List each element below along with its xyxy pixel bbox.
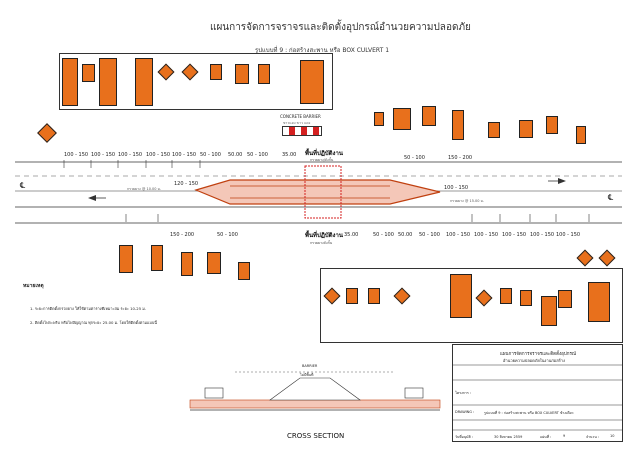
cross-section-label: CROSS SECTION — [287, 432, 345, 440]
title-block-project-label: โครงการ : — [455, 391, 472, 395]
title-block-header-2: อำนวยความปลอดภัยในงานก่อสร้าง — [503, 358, 565, 363]
work-zone-top-label: พื้นที่ปฏิบัติงาน — [305, 150, 343, 157]
distance-top-right-1: 50 - 100 — [404, 155, 425, 161]
warning-diamond-right-2 — [598, 249, 616, 267]
page-subtitle: รูปแบบที่ 9 : ก่อสร้างสะพาน หรือ BOX CUL… — [255, 47, 390, 54]
detour-sign-bottom — [450, 274, 472, 318]
distance-bottom-right-5: 100 - 150 — [474, 232, 499, 238]
distance-bottom-right-4: 100 - 150 — [446, 232, 471, 238]
title-block-total-value: 10 — [610, 434, 615, 438]
warning-diamond-right-1 — [576, 249, 594, 267]
arrow-sign-top-4 — [488, 122, 500, 138]
title-block-drawing-label: DRAWING : — [455, 410, 475, 414]
speed-limit-sign — [210, 64, 222, 80]
barrier-sub-label: ขาวแดง ขาว แดง — [283, 121, 311, 125]
distance-top-2: 100 - 150 — [91, 152, 116, 158]
centerline-symbol-right: ℄ — [608, 193, 614, 202]
distance-mid-left: 120 - 150 — [174, 181, 199, 187]
distance-top-6: 50 - 100 — [200, 152, 221, 158]
advance-sign-group-box — [59, 53, 333, 110]
arrow-sign-top-5 — [546, 116, 558, 134]
notes-line-2: 2. ติดตั้งไฟกะพริบ หรือไฟสัญญาณ ทุกระยะ … — [30, 320, 157, 325]
end-sign-group-box — [320, 268, 623, 343]
title-block-sheet-value: 9 — [563, 434, 566, 438]
keep-left-sign-top-right — [519, 120, 533, 138]
up-arrow-sign-bottom — [151, 245, 163, 271]
lane-sign-bottom-1 — [119, 245, 133, 273]
title-block-header-1: แผนการจัดการจราจรและติดตั้งอุปกรณ์ — [500, 352, 577, 357]
title-block-sheet-label: แผ่นที่ : — [540, 435, 552, 439]
speed-limit-sign-bottom — [346, 288, 358, 304]
title-block-date-value: 30 สิงหาคม 2559 — [494, 435, 523, 439]
distance-top-4: 100 - 150 — [146, 152, 171, 158]
title-block-drawing-value: รูปแบบที่ 9 : ก่อสร้างสะพาน หรือ BOX CUL… — [484, 411, 574, 415]
arrow-sign-top-6 — [576, 126, 586, 144]
title-block-total-label: จำนวน : — [586, 435, 600, 439]
distance-bottom-right-7: 100 - 150 — [530, 232, 555, 238]
barrier-label: CONCRETE BARRIER — [280, 114, 321, 119]
work-zone-bottom-sub: กรวยยางถังกั้น — [310, 241, 333, 245]
warning-diamond-left — [37, 123, 57, 143]
section-center-label: BARRIER — [302, 364, 318, 368]
distance-bottom-right-3: 50 - 100 — [419, 232, 440, 238]
distance-bottom-right-2: 50.00 — [398, 232, 413, 238]
up-arrow-sign-bottom-2 — [181, 252, 193, 276]
lane-closed-sign — [99, 58, 117, 106]
work-zone-top-sub: กรวยยาง/ถังกั้น — [310, 158, 334, 162]
distance-plate-sign — [82, 64, 95, 82]
barrier-sample — [282, 126, 322, 136]
distance-top-3: 100 - 150 — [118, 152, 143, 158]
distance-top-1: 100 - 150 — [64, 152, 89, 158]
page-title: แผนการจัดการจราจรและติดตั้งอุปกรณ์อำนวยค… — [210, 22, 471, 33]
road-work-ahead-sign — [62, 58, 78, 106]
keep-left-sign — [235, 64, 249, 84]
end-work-sign — [258, 64, 270, 84]
title-block-date-label: วันที่อนุมัติ : — [455, 435, 474, 439]
distance-center-bottom: 35.00 — [344, 232, 359, 238]
arrow-sign-top-2 — [393, 108, 411, 130]
distance-plate-sign-bottom — [558, 290, 572, 308]
notes-title: หมายเหตุ — [23, 283, 44, 289]
keep-left-sign-bottom — [207, 252, 221, 274]
distance-top-right-2: 150 - 200 — [448, 155, 473, 161]
arrow-sign-top-1 — [374, 112, 384, 126]
arrow-sign-top-3 — [422, 106, 436, 126]
notes-line-1: 1. ระยะการติดตั้งกรวยยาง ให้ใช้ตามตารางท… — [30, 306, 147, 311]
distance-top-7: 50.00 — [228, 152, 243, 158]
distance-bottom-right-1: 50 - 100 — [373, 232, 394, 238]
speed-limit-sign-bottom-2 — [368, 288, 380, 304]
distance-mid-right: 100 - 150 — [444, 185, 469, 191]
lane-note-left: กรวยยาง @ 10.00 ม. — [127, 187, 162, 191]
distance-top-5: 100 - 150 — [172, 152, 197, 158]
keep-left-sign-bottom-3 — [520, 290, 532, 306]
lane-note-right: กรวยยาง @ 15.00 ม. — [450, 199, 485, 203]
section-center-sub: ไม่มีพื้นที่ — [300, 373, 314, 377]
distance-bottom-right-8: 100 - 150 — [556, 232, 581, 238]
distance-bottom-2: 50 - 100 — [217, 232, 238, 238]
distance-top-8: 50 - 100 — [247, 152, 268, 158]
down-arrow-sign-top — [452, 110, 464, 140]
keep-left-sign-bottom-2 — [500, 288, 512, 304]
lane-closed-sign-bottom — [541, 296, 557, 326]
arrow-sign-bottom — [238, 262, 250, 280]
end-construction-sign-bottom — [588, 282, 610, 322]
title-block — [452, 344, 623, 442]
distance-bottom-1: 150 - 200 — [170, 232, 195, 238]
work-zone-bottom-label: พื้นที่ปฏิบัติงาน — [305, 232, 343, 239]
distance-center-top: 35.00 — [282, 152, 297, 158]
centerline-symbol-left: ℄ — [20, 181, 26, 190]
detour-sign — [135, 58, 153, 106]
distance-bottom-right-6: 100 - 150 — [502, 232, 527, 238]
end-construction-sign — [300, 60, 324, 104]
